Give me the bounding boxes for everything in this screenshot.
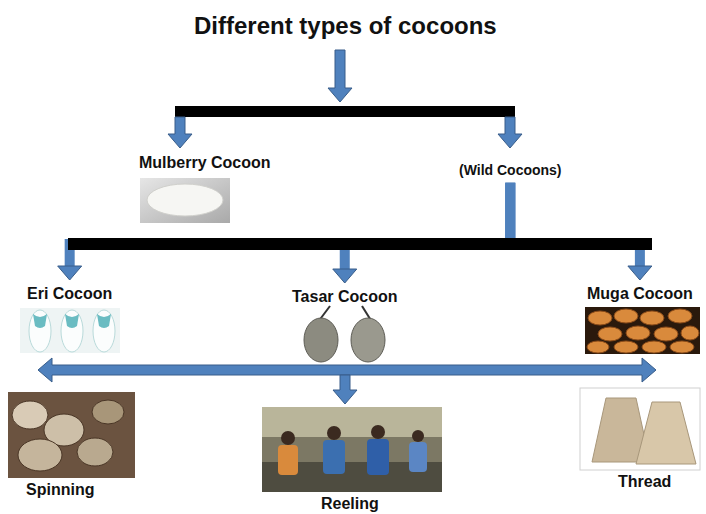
tasar-cocoon [304,318,338,362]
eri-cocoon [61,310,83,352]
arrow-head [58,266,82,280]
cocoon-label: Tasar Cocoon [289,286,401,307]
eri-cocoon [29,310,51,352]
label-text: Tasar Cocoon [292,287,398,306]
cocoon-label: Muga Cocoon [584,283,696,304]
label-text: Muga Cocoon [587,284,693,303]
arrow-shaft [345,183,511,269]
arrow-head [628,266,652,280]
mulberry-photo [140,178,230,223]
block-arrow [168,117,192,148]
block-arrow [333,375,357,404]
reeling-photo [262,407,442,492]
label-text: Mulberry Cocoon [139,153,271,172]
muga-cocoons [587,309,699,353]
split-bar [175,106,515,117]
label-text: Spinning [26,480,94,499]
tasar-cocoon [351,318,385,362]
arrow-shaft [510,183,640,266]
flow-arrow [333,183,511,283]
label-text: Thread [618,472,671,491]
block-arrow [328,50,352,102]
process-label: Thread [615,471,674,492]
mulberry-cocoon [147,184,223,216]
thread-cone [636,402,696,464]
label-text: (Wild Cocoons) [459,162,562,179]
arrow-shaft [70,183,511,266]
diagram-title: Different types of cocoons [194,12,497,40]
arrow-head [333,269,357,283]
process-label: Reeling [318,493,382,514]
cocoon-label: Mulberry Cocoon [136,152,274,173]
split-bar [68,238,652,250]
eri-photo [20,308,120,353]
spinning-photo [8,392,135,478]
flow-arrow [510,183,652,280]
flow-arrow [58,183,511,280]
eri-tint [33,314,111,328]
group-label: (Wild Cocoons) [456,161,565,180]
muga-photo [585,307,700,354]
cocoon-label: Eri Cocoon [24,283,115,304]
process-label: Spinning [23,479,97,500]
label-text: Eri Cocoon [27,284,112,303]
label-text: Reeling [321,494,379,513]
eri-cocoon [93,310,115,352]
thread-photo [580,388,700,470]
spinning-cocoons [12,400,124,471]
reeling-workers [278,425,427,475]
block-arrow [498,117,522,148]
